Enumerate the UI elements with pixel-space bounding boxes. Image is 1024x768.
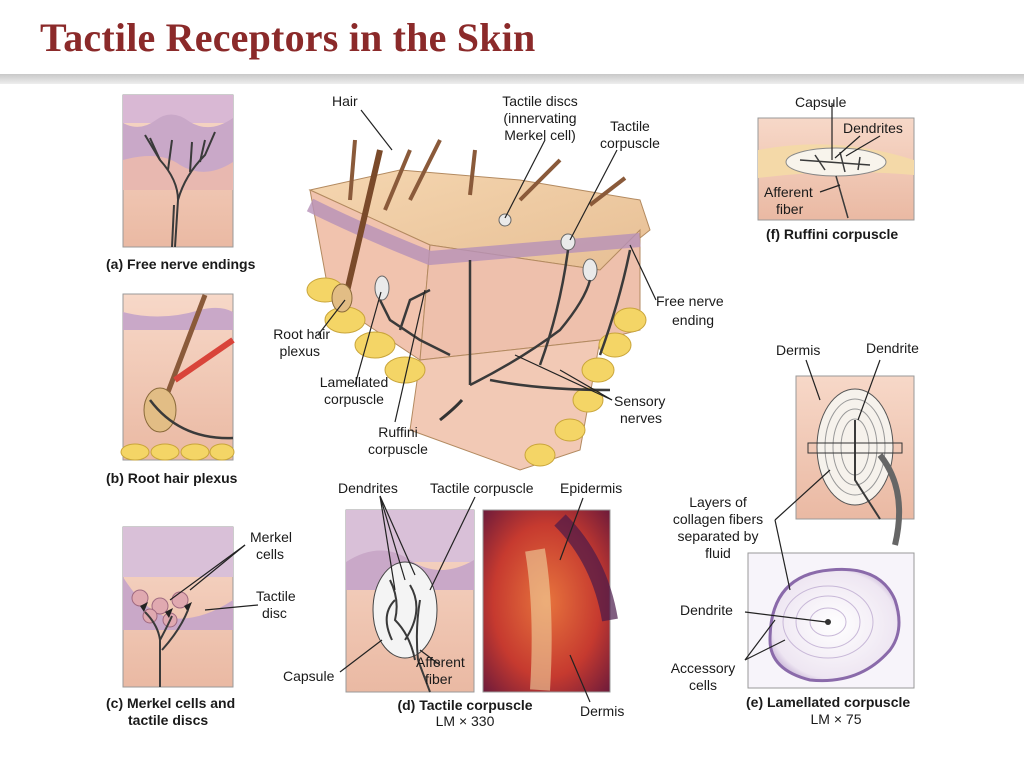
caption-panel-b: (b) Root hair plexus xyxy=(106,470,238,486)
label-tactile-disc-2: disc xyxy=(262,605,287,621)
label-f-afferent-2: fiber xyxy=(776,201,804,217)
caption-panel-e: (e) Lamellated corpuscle xyxy=(746,694,911,710)
label-e-accessory-2: cells xyxy=(688,677,717,693)
label-d-afferent-2: fiber xyxy=(425,671,453,687)
label-f-afferent-1: Afferent xyxy=(764,184,813,200)
title-divider xyxy=(0,74,1024,84)
label-free-nerve-2: ending xyxy=(672,312,715,328)
leader-lines xyxy=(169,103,881,703)
label-e-layers-2: collagen fibers xyxy=(672,511,764,527)
caption-panel-d-magnification: LM × 330 xyxy=(435,713,495,729)
label-merkel-cells-1: Merkel xyxy=(250,529,293,545)
label-ruffini-1: Ruffini xyxy=(378,424,418,440)
label-root-hair-2: plexus xyxy=(279,343,320,359)
label-root-hair-1: Root hair xyxy=(273,326,330,342)
label-free-nerve-1: Free nerve xyxy=(656,293,724,309)
label-d-dermis: Dermis xyxy=(580,703,625,719)
label-tactile-discs-2: (innervating xyxy=(503,110,577,126)
label-sensory-2: nerves xyxy=(620,410,663,426)
label-tactile-discs-1: Tactile discs xyxy=(502,93,578,109)
slide-title: Tactile Receptors in the Skin xyxy=(40,15,536,60)
panel-c-merkel-cells xyxy=(122,526,234,688)
panel-b-root-hair-plexus xyxy=(120,293,235,461)
label-d-dendrites: Dendrites xyxy=(338,480,398,496)
label-d-afferent-1: Afferent xyxy=(416,654,465,670)
label-lamellated-2: corpuscle xyxy=(324,391,384,407)
label-lamellated-1: Lamellated xyxy=(319,374,389,390)
caption-panel-e-magnification: LM × 75 xyxy=(810,711,862,727)
label-ruffini-2: corpuscle xyxy=(368,441,428,457)
subcutaneous-fat xyxy=(306,277,647,467)
label-f-capsule: Capsule xyxy=(795,94,847,110)
caption-panel-c-line1: (c) Merkel cells and xyxy=(106,695,236,711)
caption-panel-d: (d) Tactile corpuscle xyxy=(397,697,533,713)
label-merkel-cells-2: cells xyxy=(256,546,285,562)
label-sensory-1: Sensory xyxy=(614,393,666,409)
caption-panel-c-line2: tactile discs xyxy=(128,712,209,728)
panel-d-tactile-corpuscle xyxy=(345,509,618,693)
caption-panel-f: (f) Ruffini corpuscle xyxy=(766,226,899,242)
label-e-dendrite-top: Dendrite xyxy=(866,340,919,356)
label-e-dermis: Dermis xyxy=(776,342,821,358)
free-nerve-fibers xyxy=(144,131,216,248)
label-d-capsule: Capsule xyxy=(283,668,335,684)
caption-panel-a: (a) Free nerve endings xyxy=(106,256,256,272)
label-f-dendrites: Dendrites xyxy=(843,120,903,136)
label-e-layers-3: separated by xyxy=(677,528,759,544)
central-skin-block xyxy=(306,139,651,471)
label-e-dendrite: Dendrite xyxy=(680,602,733,618)
panel-e-lamellated xyxy=(747,375,915,689)
label-d-epidermis: Epidermis xyxy=(560,480,623,496)
hairs xyxy=(348,139,627,211)
panel-a-free-nerve-endings xyxy=(122,94,234,248)
label-tactile-disc-1: Tactile xyxy=(256,588,296,604)
label-d-tactile-corpuscle: Tactile corpuscle xyxy=(430,480,534,496)
label-tactile-discs-3: Merkel cell) xyxy=(504,127,576,143)
label-e-accessory-1: Accessory xyxy=(670,660,736,676)
label-e-layers-1: Layers of xyxy=(689,494,747,510)
label-tactile-corpuscle-2: corpuscle xyxy=(600,135,660,151)
panel-f-ruffini xyxy=(757,117,915,221)
label-tactile-corpuscle-1: Tactile xyxy=(610,118,650,134)
label-e-layers-4: fluid xyxy=(705,545,731,561)
label-hair: Hair xyxy=(332,93,358,109)
